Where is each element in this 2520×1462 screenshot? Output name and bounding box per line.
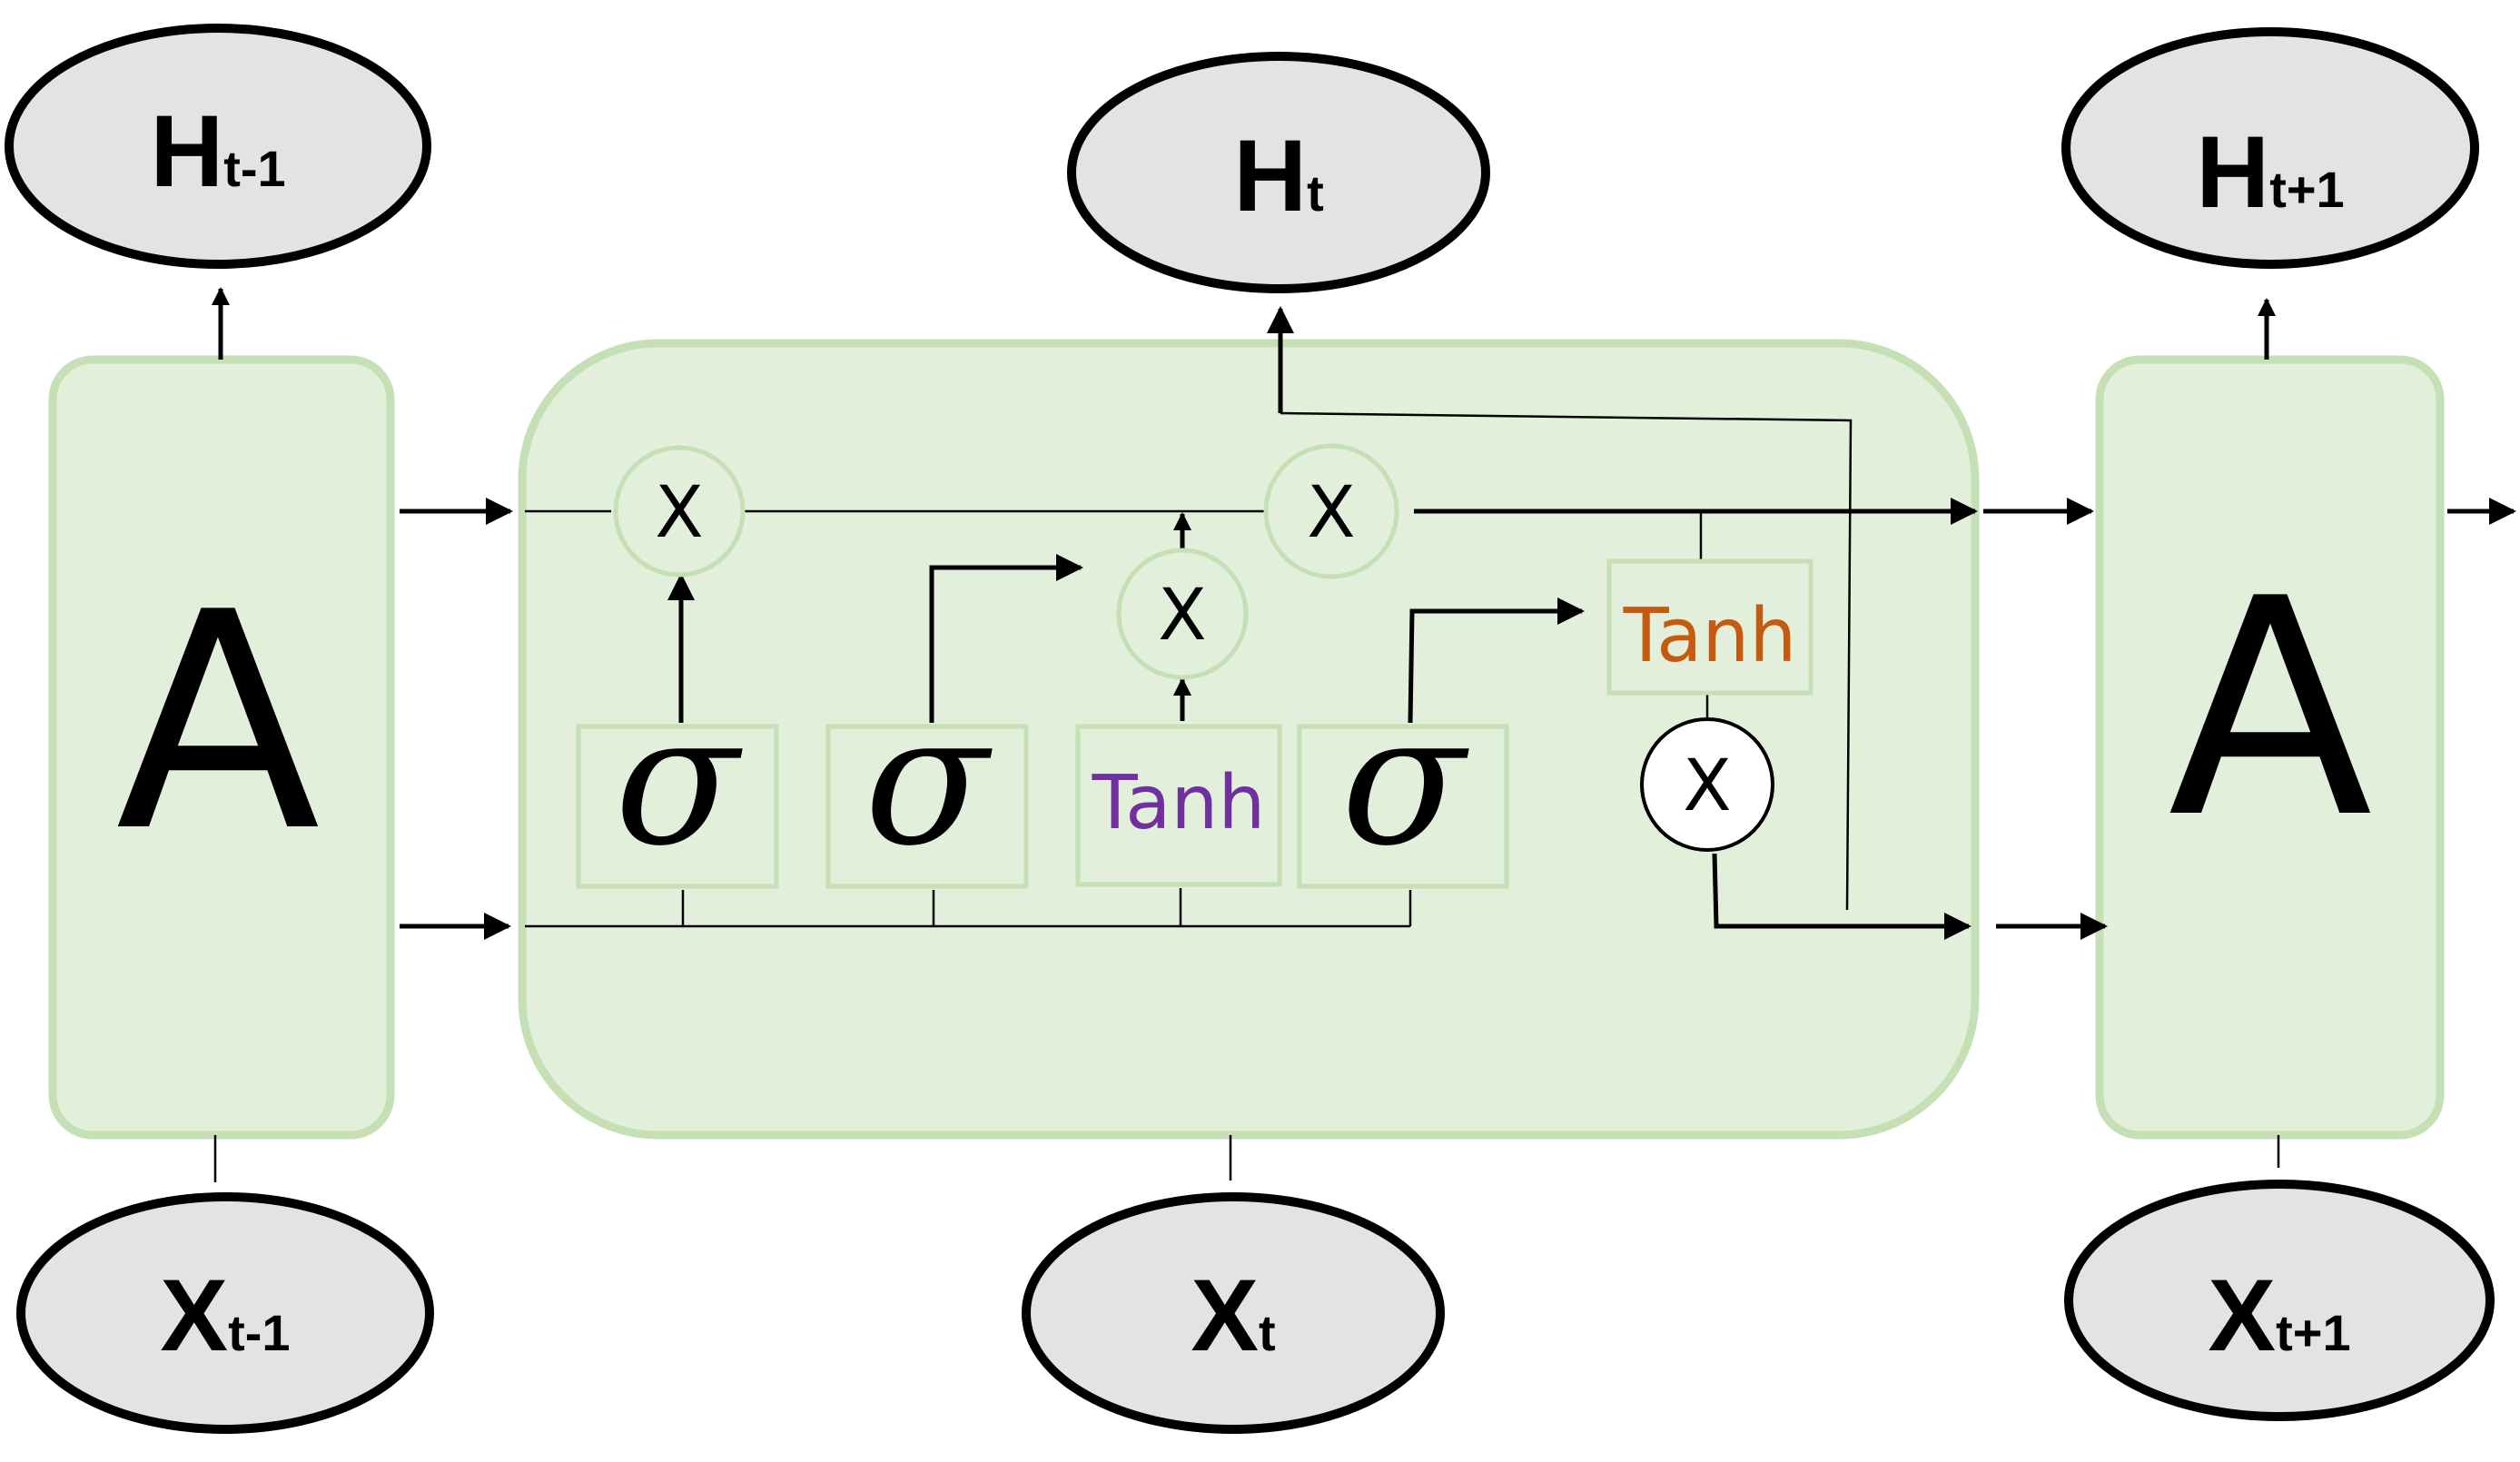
h-prev-node bbox=[5, 24, 431, 269]
hidden-route-to-h-curr bbox=[1280, 411, 1853, 911]
forget-gate-box bbox=[576, 724, 779, 889]
input-mult-label: X bbox=[1158, 575, 1206, 657]
input-gate-label: σ bbox=[865, 675, 993, 886]
cell-add-op bbox=[1263, 443, 1399, 579]
h-curr-node bbox=[1067, 52, 1490, 293]
output-gate-label: σ bbox=[1341, 675, 1470, 886]
output-mult-op bbox=[1640, 717, 1774, 852]
cell-left-label: A bbox=[115, 548, 321, 897]
forget-mult-op bbox=[613, 445, 746, 578]
x-prev-label: Xt-1 bbox=[160, 1259, 290, 1372]
h-curr-label: Ht bbox=[1233, 119, 1324, 232]
cell-add-label: X bbox=[1307, 472, 1355, 554]
x-curr-label: Xt bbox=[1191, 1259, 1275, 1372]
x-prev-node bbox=[16, 1192, 434, 1434]
h-prev-label: Ht-1 bbox=[150, 94, 285, 208]
forget-mult-label: X bbox=[655, 472, 703, 554]
output-gate-box bbox=[1297, 724, 1509, 889]
forget-gate-label: σ bbox=[615, 675, 744, 886]
h-next-label: Ht+1 bbox=[2196, 115, 2344, 229]
candidate-box bbox=[1075, 724, 1282, 887]
input-mult-op bbox=[1116, 548, 1249, 680]
cell-right-label: A bbox=[2168, 535, 2374, 884]
x-next-node bbox=[2064, 1180, 2495, 1421]
x-next-label: Xt+1 bbox=[2208, 1259, 2350, 1372]
h-next-node bbox=[2061, 27, 2479, 269]
candidate-label: Tanh bbox=[1092, 760, 1266, 846]
cell-tanh-box bbox=[1606, 558, 1813, 696]
x-curr-node bbox=[1022, 1192, 1445, 1434]
output-mult-label: X bbox=[1683, 746, 1731, 827]
cell-tanh-label: Tanh bbox=[1623, 593, 1797, 679]
output-gate-to-tanh bbox=[1408, 598, 1585, 724]
output-mult-to-hidden-out bbox=[1712, 853, 1972, 940]
lstm-cell-right bbox=[2095, 355, 2445, 1140]
input-gate-box bbox=[825, 724, 1029, 889]
input-gate-to-mult bbox=[929, 554, 1083, 723]
